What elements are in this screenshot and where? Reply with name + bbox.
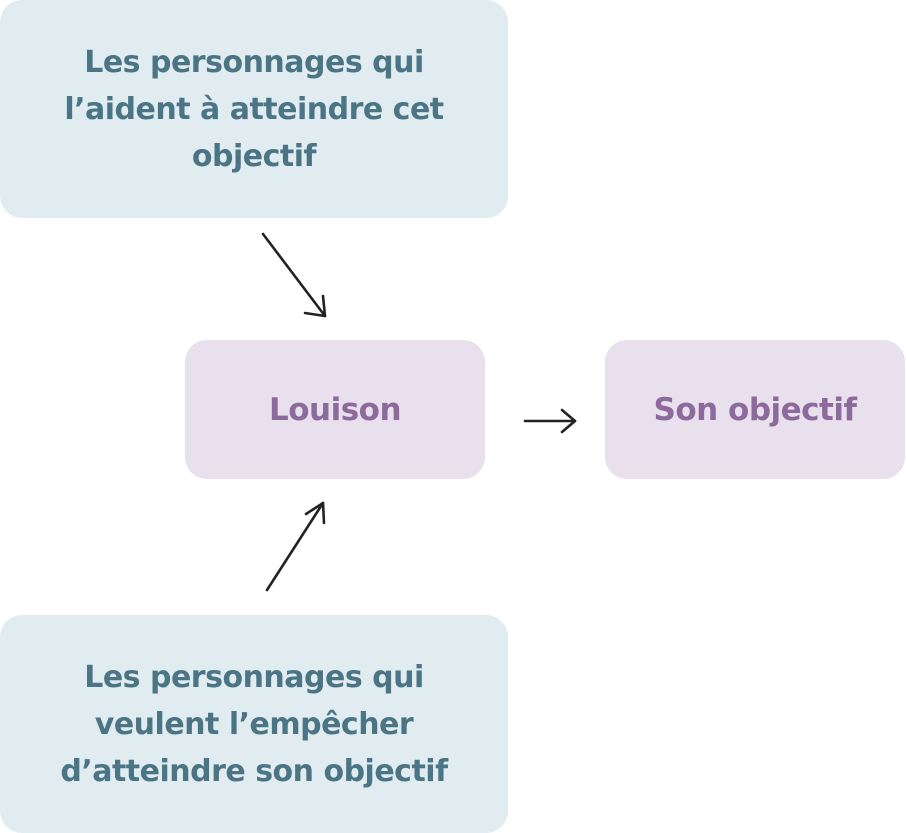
hero-node: Louison [185,340,485,479]
helpers-node-label: Les personnages qui l’aident à atteindre… [64,44,444,174]
opponents-node-label: Les personnages qui veulent l’empêcher d… [60,659,448,789]
helpers-node: Les personnages qui l’aident à atteindre… [0,0,508,218]
goal-node-label: Son objectif [653,391,857,428]
goal-node: Son objectif [605,340,905,479]
hero-node-label: Louison [268,391,402,428]
opponents-node: Les personnages qui veulent l’empêcher d… [0,615,508,833]
arrow-opponents-to-hero [265,501,326,592]
arrow-hero-to-goal [523,408,577,434]
arrow-helpers-to-hero [261,232,327,318]
